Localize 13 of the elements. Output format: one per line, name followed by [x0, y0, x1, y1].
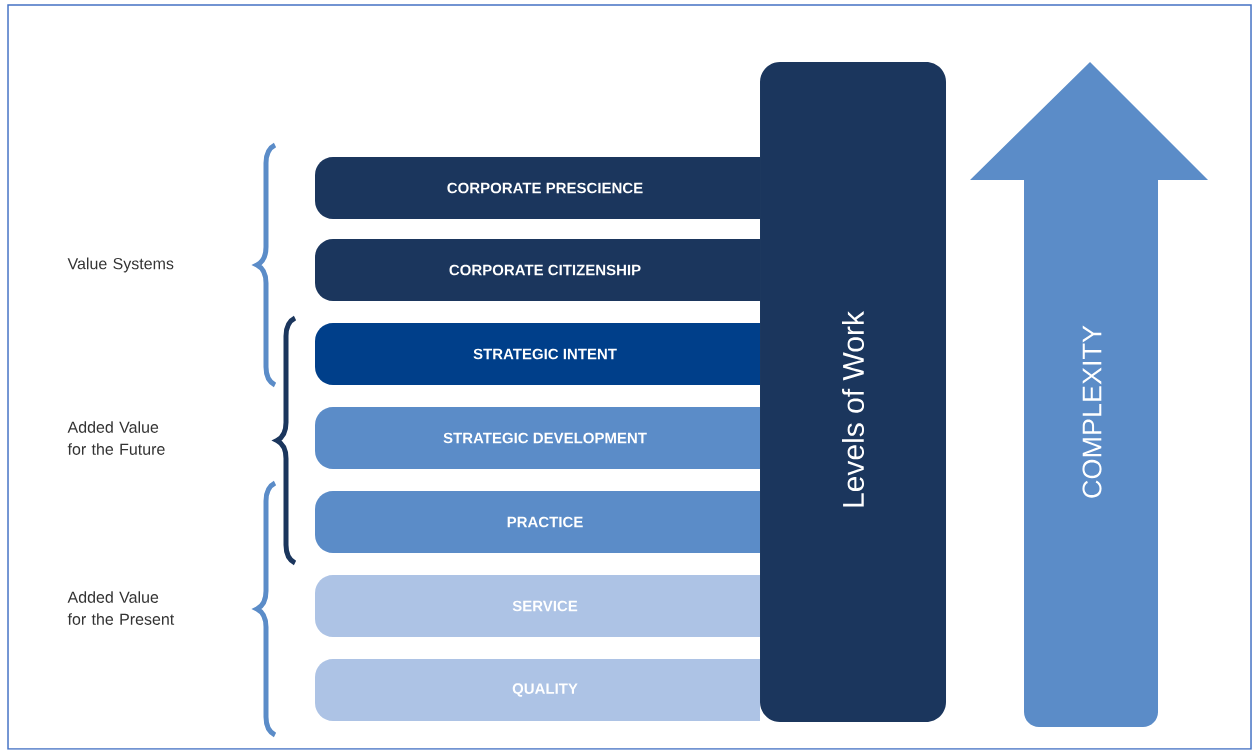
group-label: Value Systems: [67, 257, 174, 273]
level-bar: CORPORATE PRESCIENCE: [315, 157, 760, 219]
level-bar: QUALITY: [315, 659, 760, 721]
level-bar: SERVICE: [315, 575, 760, 637]
level-bar: STRATEGIC INTENT: [315, 323, 760, 385]
levels-column: Levels of Work: [760, 62, 946, 722]
level-bar: PRACTICE: [315, 491, 760, 553]
level-bar: STRATEGIC DEVELOPMENT: [315, 407, 760, 469]
node-label: CORPORATE PRESCIENCE: [447, 182, 643, 194]
group-label: Added Value for the Present: [67, 591, 175, 625]
group-label: Added Value for the Future: [67, 421, 165, 455]
level-bar: CORPORATE CITIZENSHIP: [315, 239, 760, 301]
node-label: CORPORATE CITIZENSHIP: [449, 264, 641, 276]
